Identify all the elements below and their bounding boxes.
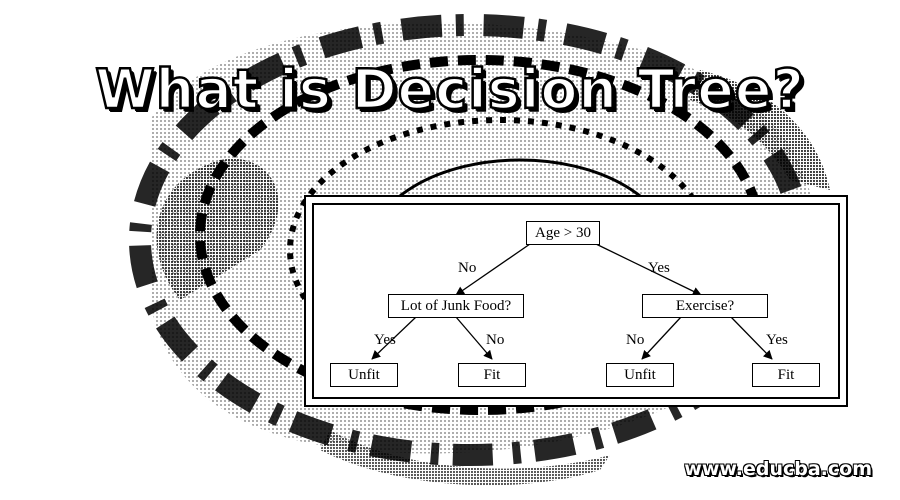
edge-exercise-no	[641, 316, 682, 360]
diagram-inner-frame	[312, 203, 840, 399]
edge-label-root-no: No	[458, 260, 477, 276]
edge-label-exercise-yes: Yes	[766, 332, 788, 348]
edge-root-left	[455, 243, 531, 296]
leaf-fit-exercise: Fit	[752, 363, 820, 387]
tree-connectors	[371, 243, 773, 360]
exercise-node: Exercise?	[642, 294, 768, 318]
site-watermark: www.educba.com	[684, 458, 872, 480]
leaf-fit-junk: Fit	[458, 363, 526, 387]
edge-label-junk-yes: Yes	[374, 332, 396, 348]
edge-label-junk-no: No	[486, 332, 505, 348]
leaf-unfit-exercise: Unfit	[606, 363, 674, 387]
leaf-unfit-junk: Unfit	[330, 363, 398, 387]
edge-exercise-yes	[730, 316, 773, 360]
decision-tree-diagram: Age > 30 No Yes Lot of Junk Food? Exerci…	[304, 195, 848, 407]
root-node: Age > 30	[526, 221, 600, 245]
page-title: What is Decision Tree?	[94, 57, 805, 123]
edge-junk-yes	[371, 316, 417, 360]
junk-food-node: Lot of Junk Food?	[388, 294, 524, 318]
edge-label-exercise-no: No	[626, 332, 645, 348]
edge-label-root-yes: Yes	[648, 260, 670, 276]
edge-root-right	[595, 243, 702, 296]
edge-junk-no	[455, 316, 493, 360]
